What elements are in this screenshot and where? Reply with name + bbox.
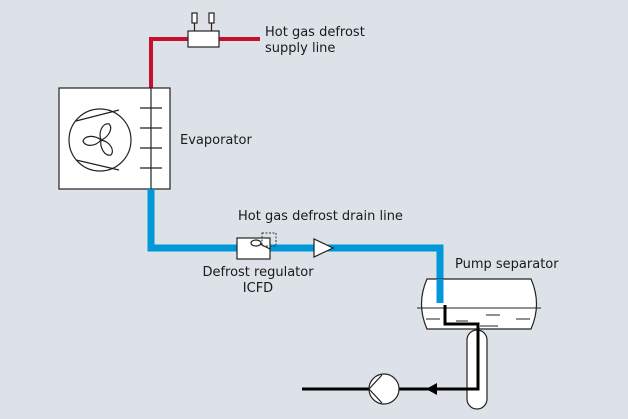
flow-arrow-icon [426,383,437,395]
regulator-label-line2: ICFD [242,281,274,296]
check-valve-icon [313,238,335,258]
pump-icon [368,373,400,405]
regulator-label: Defrost regulator ICFD [202,265,314,297]
supply-line-label-line1: Hot gas defrost [265,25,365,40]
supply-line-label: Hot gas defrost supply line [265,25,365,57]
regulator-label-line1: Defrost regulator [202,265,314,280]
supply-line-label-line2: supply line [265,41,336,56]
pump-separator-icon [417,278,541,410]
evaporator-icon [58,87,171,190]
evaporator-label: Evaporator [180,133,252,148]
liquid-line [302,305,480,391]
hot-gas-drain-line [147,189,444,305]
pump-separator-label: Pump separator [455,257,559,272]
solenoid-valve-icon [187,12,220,48]
drain-line-label: Hot gas defrost drain line [238,209,403,224]
regulator-valve-icon [236,232,277,260]
hot-gas-supply-line [149,37,260,88]
fan-icon [68,108,132,172]
